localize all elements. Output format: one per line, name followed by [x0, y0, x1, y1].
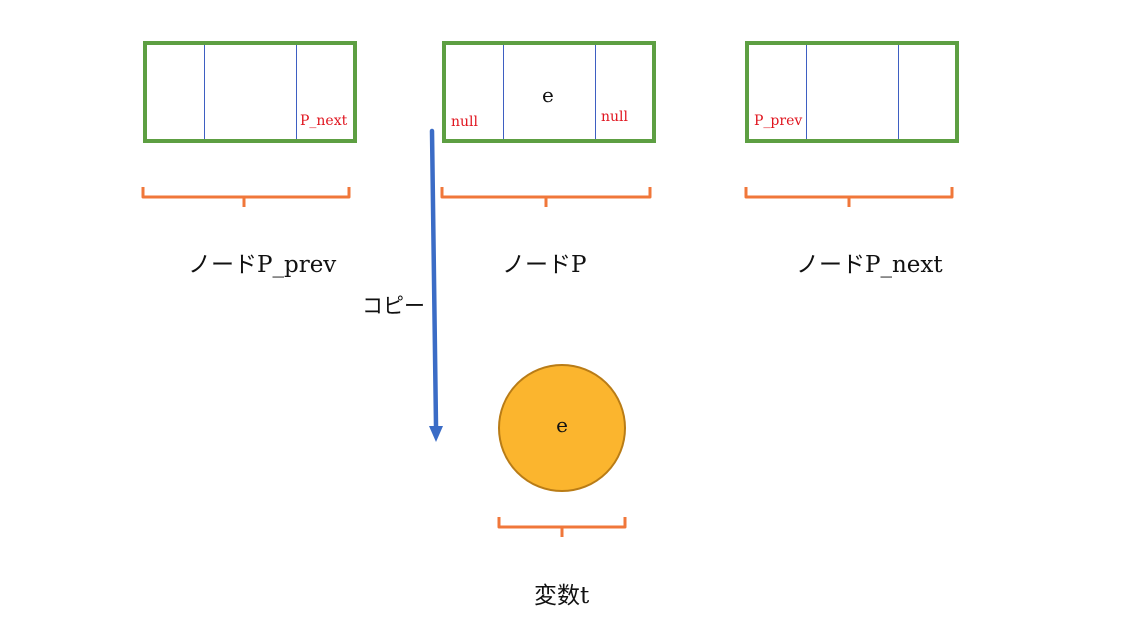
- node-p-next-box: P_prev: [745, 41, 959, 143]
- node-p-divider-left: [503, 45, 504, 139]
- node-p-label: ノードP: [502, 252, 587, 278]
- node-p-prev-pointer: null: [451, 114, 478, 130]
- node-p-prev-label: ノードP_prev: [188, 252, 337, 278]
- node-p-next-brace: [744, 187, 954, 207]
- node-p-next-pointer: null: [601, 109, 628, 125]
- node-p-prev-divider-left: [204, 45, 205, 139]
- variable-t-brace: [497, 517, 627, 537]
- node-p-box: null e null: [442, 41, 656, 143]
- node-p-brace: [440, 187, 652, 207]
- node-p-next-label: ノードP_next: [796, 252, 943, 278]
- node-p-next-divider-right: [898, 45, 899, 139]
- variable-t-circle: e: [498, 364, 626, 492]
- node-p-divider-right: [595, 45, 596, 139]
- variable-t-label: 変数t: [534, 583, 590, 609]
- node-p-prev-next-pointer: P_next: [300, 113, 348, 129]
- node-p-next-prev-pointer: P_prev: [754, 113, 803, 129]
- node-p-prev-brace: [141, 187, 351, 207]
- node-p-element: e: [542, 83, 554, 107]
- copy-label: コピー: [362, 294, 425, 318]
- node-p-prev-divider-right: [296, 45, 297, 139]
- node-p-prev-box: P_next: [143, 41, 357, 143]
- node-p-next-divider-left: [806, 45, 807, 139]
- copy-arrow: [429, 128, 443, 442]
- variable-t-value: e: [556, 413, 568, 437]
